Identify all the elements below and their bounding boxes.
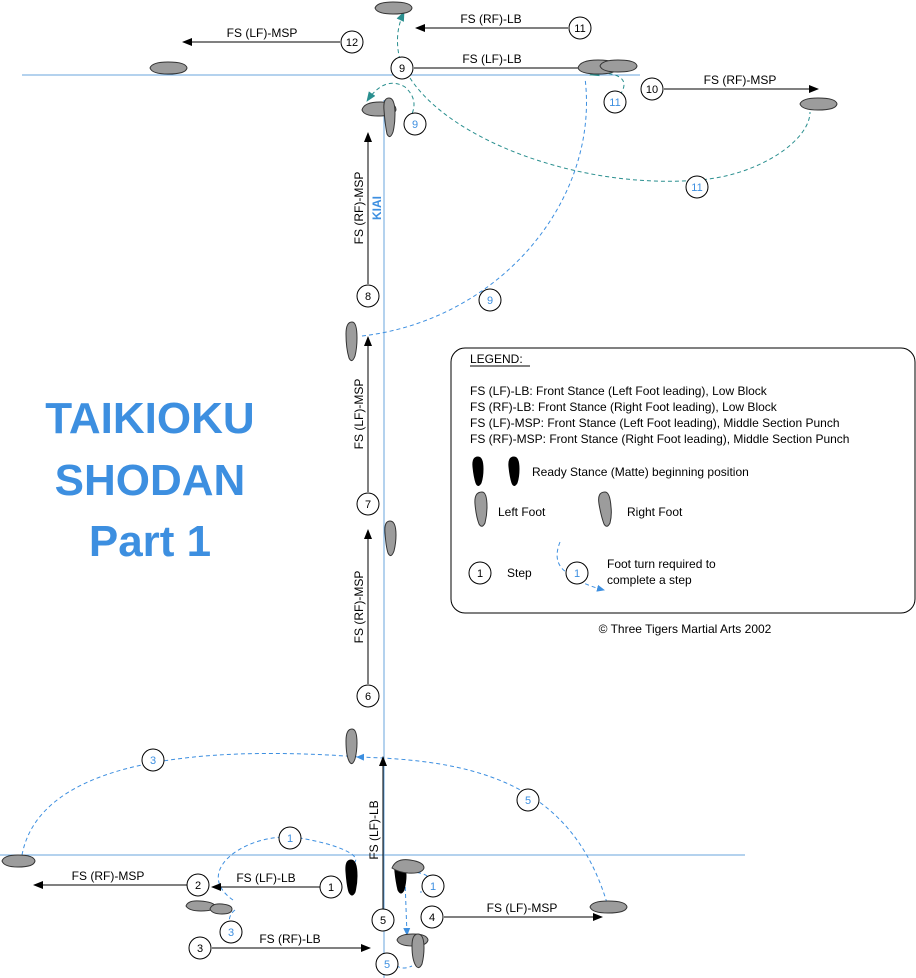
foot-step-1-icon xyxy=(391,859,425,874)
foot-step-3-icon xyxy=(1,854,36,868)
label-step-2: FS (RF)-MSP xyxy=(72,869,145,883)
label-step-5: FS (LF)-LB xyxy=(367,800,381,859)
turn-path-5-small xyxy=(403,879,411,936)
step-3: 3 xyxy=(197,943,203,955)
title-line-1: TAIKIOKU xyxy=(45,394,254,443)
turn-circles: 1 1 3 3 5 5 9 9 11 11 xyxy=(141,90,709,976)
foot-step-2b-icon xyxy=(209,903,233,915)
turn-9b: 9 xyxy=(412,119,418,131)
label-step-8: FS (RF)-MSP xyxy=(352,172,366,245)
legend-ready: Ready Stance (Matte) beginning position xyxy=(532,465,749,479)
turn-path-9-small xyxy=(366,82,415,126)
step-4: 4 xyxy=(429,912,435,924)
foot-step-11-icon xyxy=(374,1,413,15)
foot-step-6-icon xyxy=(384,520,397,557)
legend-step: Step xyxy=(507,566,532,580)
label-step-4: FS (LF)-MSP xyxy=(487,901,558,915)
legend-turn-line-1: Foot turn required to xyxy=(607,557,716,571)
legend-heading: LEGEND: xyxy=(470,352,523,366)
copyright: © Three Tigers Martial Arts 2002 xyxy=(599,622,772,636)
footprints xyxy=(1,1,838,969)
foot-step-7-icon xyxy=(345,321,358,362)
legend-step-number: 1 xyxy=(477,568,483,580)
step-7: 7 xyxy=(365,499,371,511)
foot-step-5b-icon xyxy=(411,933,425,969)
turn-11b: 11 xyxy=(609,97,620,109)
step-8: 8 xyxy=(365,291,371,303)
step-9: 9 xyxy=(399,63,405,75)
turn-path-5 xyxy=(356,753,608,904)
foot-step-5-up-icon xyxy=(345,728,358,765)
legend-turn-line-2: complete a step xyxy=(607,573,692,587)
label-step-10: FS (RF)-MSP xyxy=(704,73,777,87)
turn-1b: 1 xyxy=(430,881,436,893)
label-step-12: FS (LF)-MSP xyxy=(227,26,298,40)
title-line-2: SHODAN xyxy=(55,456,246,505)
step-5: 5 xyxy=(380,915,386,927)
turn-3b: 3 xyxy=(228,927,234,939)
label-step-9: FS (LF)-LB xyxy=(462,52,521,66)
turn-path-11 xyxy=(409,77,811,182)
label-step-7: FS (LF)-MSP xyxy=(352,379,366,450)
legend-line-3: FS (LF)-MSP: Front Stance (Left Foot lea… xyxy=(470,416,840,430)
label-step-11: FS (RF)-LB xyxy=(460,12,521,26)
foot-step-8b-icon xyxy=(383,97,396,138)
turn-path-9 xyxy=(361,77,587,337)
turn-3a: 3 xyxy=(150,755,156,767)
foot-step-9b-icon xyxy=(599,59,638,73)
turn-9a: 9 xyxy=(487,295,493,307)
turn-path-3 xyxy=(21,752,361,856)
legend-line-2: FS (RF)-LB: Front Stance (Right Foot lea… xyxy=(470,400,778,414)
step-12: 12 xyxy=(346,37,358,49)
kiai-label: KIAI xyxy=(370,196,384,220)
foot-step-10-icon xyxy=(799,97,838,111)
label-step-3: FS (RF)-LB xyxy=(259,932,320,946)
legend-line-4: FS (RF)-MSP: Front Stance (Right Foot le… xyxy=(470,432,849,446)
step-circles: 1 2 3 4 5 6 7 8 9 10 11 12 xyxy=(186,16,664,960)
title-line-3: Part 1 xyxy=(89,517,211,566)
step-1: 1 xyxy=(328,882,334,894)
turn-5a: 5 xyxy=(525,795,531,807)
legend-turn-number: 1 xyxy=(574,568,580,580)
legend: LEGEND: FS (LF)-LB: Front Stance (Left F… xyxy=(450,347,916,614)
turn-path-1a xyxy=(217,836,357,901)
foot-step-12-icon xyxy=(149,61,188,75)
step-2: 2 xyxy=(195,880,201,892)
legend-line-1: FS (LF)-LB: Front Stance (Left Foot lead… xyxy=(470,384,768,398)
ready-foot-left-icon xyxy=(345,859,358,896)
turn-1a: 1 xyxy=(287,833,293,845)
turn-path-11-up xyxy=(396,11,405,61)
ready-left-foot-icon xyxy=(472,456,484,486)
label-step-1: FS (LF)-LB xyxy=(236,871,295,885)
legend-right-foot-icon xyxy=(598,491,612,527)
step-6: 6 xyxy=(365,691,371,703)
ready-right-foot-icon xyxy=(508,456,520,486)
label-step-6: FS (RF)-MSP xyxy=(352,571,366,644)
legend-left-foot-icon xyxy=(474,491,488,527)
turn-11a: 11 xyxy=(691,182,702,194)
step-11: 11 xyxy=(574,23,585,35)
turn-path-3-small xyxy=(224,909,236,929)
legend-right-foot: Right Foot xyxy=(627,505,683,519)
foot-step-4-icon xyxy=(589,900,628,914)
step-10: 10 xyxy=(646,84,658,96)
turn-5b: 5 xyxy=(384,959,390,971)
legend-left-foot: Left Foot xyxy=(498,505,546,519)
